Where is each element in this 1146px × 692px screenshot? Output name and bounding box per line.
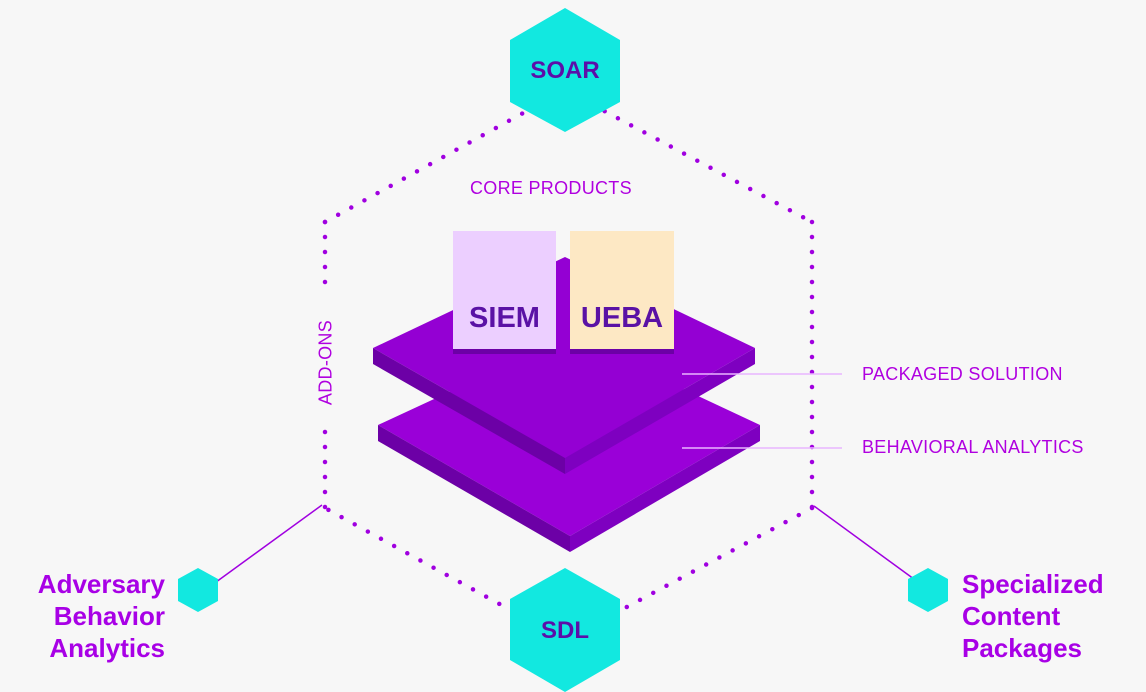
connector-left xyxy=(211,504,323,586)
specialized-content-packages-label: Specialized Content Packages xyxy=(962,568,1104,664)
sdl-hexagon xyxy=(510,568,620,692)
specialized-small-hexagon xyxy=(908,568,948,612)
packaged-solution-label: PACKAGED SOLUTION xyxy=(862,364,1063,384)
adversary-line-2: Behavior xyxy=(53,601,165,631)
sdl-label: SDL xyxy=(541,617,589,644)
connector-right xyxy=(813,505,919,583)
ueba-card-shape xyxy=(570,231,674,354)
specialized-line-2: Content xyxy=(962,601,1061,631)
ueba-card-label: UEBA xyxy=(580,302,664,334)
adversary-small-hexagon xyxy=(178,568,218,612)
siem-card-label: SIEM xyxy=(469,302,540,334)
core-products-label: CORE PRODUCTS xyxy=(470,178,632,198)
behavioral-analytics-label: BEHAVIORAL ANALYTICS xyxy=(862,437,1084,457)
adversary-line-1: Adversary xyxy=(37,569,165,599)
specialized-line-1: Specialized xyxy=(962,569,1104,599)
soar-hexagon xyxy=(510,8,620,132)
soar-label: SOAR xyxy=(530,57,600,84)
siem-card-shape xyxy=(453,231,556,354)
adversary-line-3: Analytics xyxy=(49,633,165,663)
specialized-line-3: Packages xyxy=(962,633,1082,663)
add-ons-label: ADD-ONS xyxy=(315,319,336,406)
adversary-behavior-analytics-label: Adversary Behavior Analytics xyxy=(0,568,165,664)
